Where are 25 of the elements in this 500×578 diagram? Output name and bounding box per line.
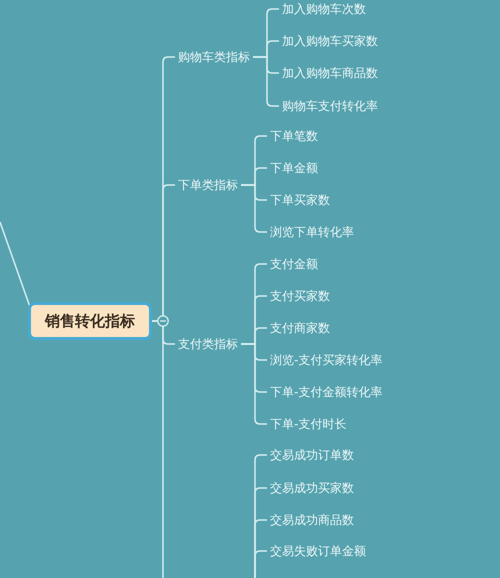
central-topic-box: 销售转化指标 [28,302,152,340]
subtopic-label: 交易成功买家数 [267,479,357,497]
subtopic-label: 支付商家数 [267,319,333,337]
subtopic-label: 支付买家数 [267,287,333,305]
subtopic-label: 交易成功商品数 [267,511,357,529]
topic-label: 下单类指标 [175,176,241,194]
subtopic-label: 浏览下单转化率 [267,223,357,241]
subtopic-label: 浏览-支付买家转化率 [267,351,386,369]
topic-label: 购物车类指标 [175,48,253,66]
subtopic-label: 下单金额 [267,159,321,177]
subtopic-label: 下单-支付时长 [267,415,350,433]
subtopic-label: 下单买家数 [267,191,333,209]
branch-line [254,550,267,578]
subtopic-label: 交易成功订单数 [267,446,357,464]
subtopic-label: 支付金额 [267,255,321,273]
branch-line [0,222,31,308]
topic-label: 支付类指标 [175,335,241,353]
subtopic-label: 购物车支付转化率 [279,97,381,115]
subtopic-label: 下单-支付金额转化率 [267,383,386,401]
subtopic-label: 加入购物车买家数 [279,32,381,50]
subtopic-label: 下单笔数 [267,127,321,145]
subtopic-label: 交易失败订单金额 [267,542,369,560]
subtopic-label: 加入购物车商品数 [279,64,381,82]
subtopic-label: 加入购物车次数 [279,0,369,18]
branch-line [152,320,164,578]
